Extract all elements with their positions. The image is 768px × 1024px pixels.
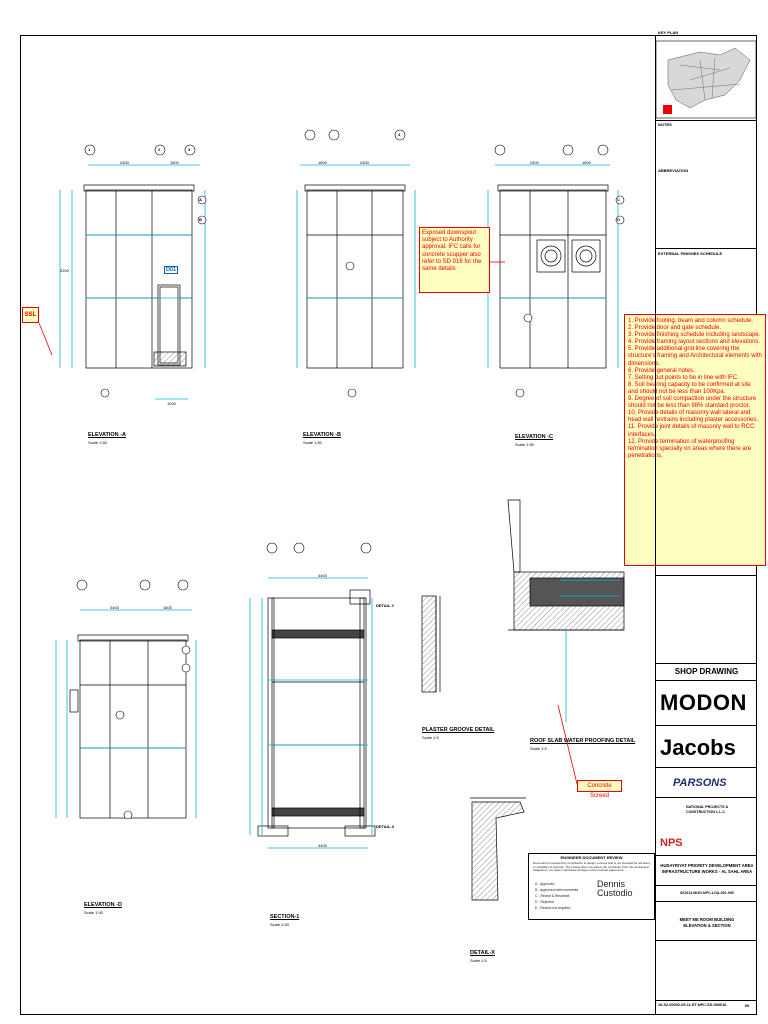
elevation-b-scale: Scale 1:50 <box>303 440 322 445</box>
dim-label: 2200 <box>60 268 69 273</box>
comment-item: 11. Provide joint details of masonry wal… <box>628 424 755 438</box>
dim-label: 1600 <box>170 160 179 165</box>
comment-item: 6. Provide general notes. <box>628 367 695 374</box>
grid-bubble-4: 4 <box>398 132 401 137</box>
grid-bubble-b: B <box>199 217 202 222</box>
review-comments-box: 1. Provide footing, beam and column sche… <box>624 314 766 566</box>
drawing-number: 16-S2-00002-05-11-ET-NPC-SD-000016 <box>658 1003 727 1007</box>
grid-bubble-3: 3 <box>188 147 191 152</box>
review-option: A - Approved <box>535 882 555 886</box>
grid-bubble-a: A <box>199 197 202 202</box>
client-logo: MODON <box>660 690 747 715</box>
elevation-a-title: ELEVATION -A <box>88 432 126 438</box>
project-title-line2: INFRASTRUCTURE WORKS - AL SAHL AREA <box>661 869 753 874</box>
downspout-comment-note: Exposed downspout subject to Authority a… <box>419 227 490 293</box>
detail-x-tag: DETAIL-X <box>376 824 395 829</box>
dim-label: 4400 <box>318 843 327 848</box>
roof-slab-detail-drawing <box>507 499 625 631</box>
grid-bubble-d: D <box>617 217 620 222</box>
external-finishes-title: EXTERNAL FINISHES SCHEDULE <box>658 251 723 256</box>
plaster-groove-title: PLASTER GROOVE DETAIL <box>422 727 495 733</box>
ssl-comment-note: SSL <box>22 307 39 323</box>
engineer-review-stamp: ENGINEER DOCUMENT REVIEW Document is rev… <box>528 853 655 920</box>
comment-item: 2. Provide door and gate schedule. <box>628 325 722 332</box>
key-plan-map <box>655 40 757 119</box>
review-title: ENGINEER DOCUMENT REVIEW <box>560 855 623 860</box>
dim-label: 1000 <box>167 401 176 406</box>
consultant-logo: Jacobs <box>660 735 736 760</box>
project-title-line1: HUDAYRIYAT PRIORITY DEVELOPMENT AREA <box>660 863 754 868</box>
sheet-status: SHOP DRAWING <box>674 667 739 676</box>
revision-number: 00 <box>744 1003 750 1008</box>
plaster-groove-detail-drawing <box>421 595 441 693</box>
review-option: E - Review not required <box>535 906 571 910</box>
abbreviation-title: ABBREVIATION <box>658 168 689 173</box>
detail-x-scale: Scale 1:5 <box>470 958 487 963</box>
drawing-title-line2: ELEVATION & SECTION <box>683 923 731 928</box>
comment-item: 10. Provide details of masonry wall late… <box>628 410 759 424</box>
dim-label: 2400 <box>530 160 539 165</box>
concrete-screed-comment-note: Concrete Screed <box>577 780 622 799</box>
review-option: D - Rejected <box>535 900 554 904</box>
elevation-b-title: ELEVATION -B <box>303 432 341 438</box>
section-1-title: SECTION-1 <box>270 914 300 920</box>
contractor-logo: NPS <box>660 837 683 849</box>
comment-item: 1. Provide footing, beam and column sche… <box>628 318 754 324</box>
dim-label: 2400 <box>120 160 129 165</box>
comment-item: 7. Setting out points to be in line with… <box>628 374 739 381</box>
comment-item: 9. Degree of soil compaction under the s… <box>628 396 757 410</box>
drawing-title-line1: MEET ME ROOM BUILDING <box>679 917 735 922</box>
grid-bubble-c: C <box>617 197 620 202</box>
dim-label: 2400 <box>360 160 369 165</box>
comment-item: 12. Provide termination of waterproofing… <box>628 438 752 459</box>
reviewer-signature: Dennis Custodio <box>597 879 633 898</box>
contractor-name: NATIONAL PROJECTS & CONSTRUCTION L.L.C <box>686 805 729 814</box>
detail-x-title: DETAIL-X <box>470 950 495 956</box>
project-number: 601013-MOD-NPC-LOA-001-005 <box>680 891 734 895</box>
roof-slab-title: ROOF SLAB WATER PROOFING DETAIL <box>530 738 636 744</box>
section-1-scale: Scale 1:50 <box>270 922 289 927</box>
key-plan-title: KEY PLAN <box>658 30 679 35</box>
comment-item: 8. Soil bearing capacity to be confirmed… <box>628 381 751 395</box>
dim-label: 1600 <box>582 160 591 165</box>
review-text: Document is reviewed for compliance to d… <box>533 861 651 873</box>
comment-item: 3. Provide finishing schedule including … <box>628 332 761 339</box>
review-option: C - Revise & Resubmit <box>535 894 570 898</box>
notes-title: NOTES <box>658 122 672 127</box>
review-option: B - Approved with comments <box>535 888 579 892</box>
comment-item: 4. Provide framing layout sections and e… <box>628 339 761 346</box>
title-block: KEY PLAN NOTES ABBREVIATION EXTERNAL FIN… <box>655 30 757 1015</box>
elevation-b-drawing <box>304 184 406 369</box>
comment-item: 5. Provide additional grid line covering… <box>628 346 762 367</box>
grid-bubble-2: 2 <box>158 147 161 152</box>
dim-label: 1600 <box>163 605 172 610</box>
detail-x-drawing <box>470 797 526 901</box>
plaster-groove-scale: Scale 1:5 <box>422 735 439 740</box>
roof-slab-scale: Scale 1:5 <box>530 746 547 751</box>
door-tag: D01 <box>164 266 179 274</box>
dim-label: 2400 <box>110 605 119 610</box>
elevation-c-title: ELEVATION -C <box>515 434 553 440</box>
project-manager-logo: PARSONS <box>673 777 727 789</box>
elevation-a-scale: Scale 1:50 <box>88 440 107 445</box>
elevation-c-scale: Scale 1:50 <box>515 442 534 447</box>
grid-bubble-1: 1 <box>88 147 91 152</box>
dim-label: 1600 <box>318 160 327 165</box>
elevation-d-title: ELEVATION -D <box>84 902 122 908</box>
dim-label: 4400 <box>318 573 327 578</box>
elevation-d-scale: Scale 1:50 <box>84 910 103 915</box>
detail-y-tag: DETAIL-Y <box>376 603 395 608</box>
